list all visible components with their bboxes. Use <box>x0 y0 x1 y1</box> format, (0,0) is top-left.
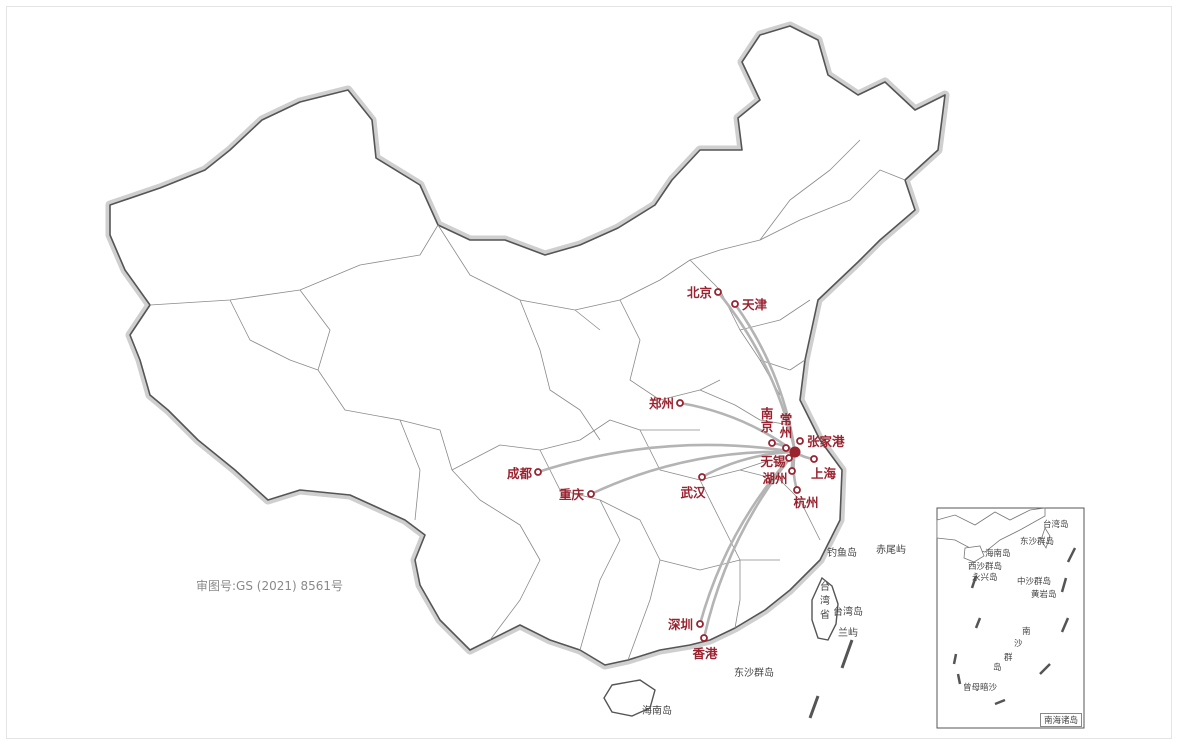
city-label-shanghai: 上海 <box>811 466 837 481</box>
city-label-chongqing: 重庆 <box>559 487 585 502</box>
marker-zhengzhou[interactable] <box>676 399 684 407</box>
inset-label-zhongsha: 中沙群岛 <box>1017 576 1051 587</box>
inset-label-nansha: 南沙群岛 <box>993 626 1031 673</box>
inset-caption: 南海诸岛 <box>1040 713 1083 727</box>
city-label-huzhou: 湖州 <box>762 471 787 486</box>
marker-hongkong[interactable] <box>700 634 708 642</box>
marker-shenzhen[interactable] <box>696 620 704 628</box>
geo-label-taiwan-province: 台湾省 <box>820 580 830 621</box>
marker-shanghai[interactable] <box>810 455 818 463</box>
inset-label-huangyan: 黄岩岛 <box>1031 589 1057 600</box>
city-label-hongkong: 香港 <box>691 646 718 661</box>
geo-label-taiwan-island: 台湾岛 <box>833 605 863 618</box>
inset-label-yongxing: 永兴岛 <box>972 572 998 583</box>
city-label-shenzhen: 深圳 <box>668 617 693 632</box>
city-label-wuhan: 武汉 <box>680 485 706 500</box>
marker-changzhou[interactable] <box>782 444 790 452</box>
marker-huzhou[interactable] <box>788 467 796 475</box>
city-label-changzhou: 常州 <box>779 412 793 440</box>
inset-label-zengmu: 曾母暗沙 <box>963 682 998 693</box>
marker-hangzhou[interactable] <box>793 486 801 494</box>
inset-label-dongsha: 东沙群岛 <box>1020 536 1054 547</box>
route-tianjin <box>733 302 797 454</box>
marker-wuhan[interactable] <box>698 473 706 481</box>
route-zhengzhou <box>678 401 797 454</box>
hub-marker[interactable] <box>789 446 801 458</box>
marker-nanjing[interactable] <box>768 439 776 447</box>
inset-label-hainan: 海南岛 <box>985 548 1011 559</box>
route-beijing <box>716 290 797 454</box>
route-chongqing <box>589 450 797 496</box>
city-label-wuxi: 无锡 <box>759 454 786 469</box>
geo-label-hainan: 海南岛 <box>642 704 672 717</box>
map-approval-number: 审图号:GS (2021) 8561号 <box>196 579 344 593</box>
maritime-boundary <box>808 639 854 719</box>
map-frame <box>6 6 1172 739</box>
marker-chengdu[interactable] <box>534 468 542 476</box>
hainan-island <box>603 679 656 717</box>
marker-beijing[interactable] <box>714 288 722 296</box>
inset-label-xisha: 西沙群岛 <box>968 561 1002 572</box>
route-wuhan <box>700 450 797 479</box>
city-label-zhengzhou: 郑州 <box>649 396 674 411</box>
city-label-tianjin: 天津 <box>742 297 768 312</box>
geo-label-chiwei: 赤尾屿 <box>876 544 906 556</box>
svg-text:南沙群岛: 南沙群岛 <box>993 626 1031 673</box>
city-label-hangzhou: 杭州 <box>793 495 818 510</box>
china-mainland <box>109 25 946 666</box>
geo-label-lanyu: 兰屿 <box>838 626 858 639</box>
marker-wuxi[interactable] <box>785 454 793 462</box>
taiwan-island <box>811 576 839 641</box>
city-markers: 北京天津郑州南京常州张家港无锡上海 湖州杭州 成都重庆 武汉深圳香港 <box>507 285 845 661</box>
city-label-chengdu: 成都 <box>507 466 533 481</box>
route-hongkong <box>702 450 797 640</box>
city-label-nanjing: 南京 <box>761 406 774 434</box>
south-china-sea-inset: 台湾岛 东沙群岛 海南岛 西沙群岛 永兴岛 中沙群岛 黄岩岛 南沙群岛 曾母暗沙 <box>936 507 1085 729</box>
geo-label-dongsha: 东沙群岛 <box>734 666 774 679</box>
route-chengdu <box>536 443 797 474</box>
svg-text:台湾省: 台湾省 <box>820 580 830 621</box>
geo-label-diaoyu: 钓鱼岛 <box>827 546 857 559</box>
inset-label-taiwan: 台湾岛 <box>1043 519 1069 530</box>
marker-zhangjiagang[interactable] <box>796 437 804 445</box>
city-label-beijing: 北京 <box>687 285 713 300</box>
city-label-zhangjiagang: 张家港 <box>807 434 845 449</box>
marker-tianjin[interactable] <box>731 300 739 308</box>
marker-chongqing[interactable] <box>587 490 595 498</box>
